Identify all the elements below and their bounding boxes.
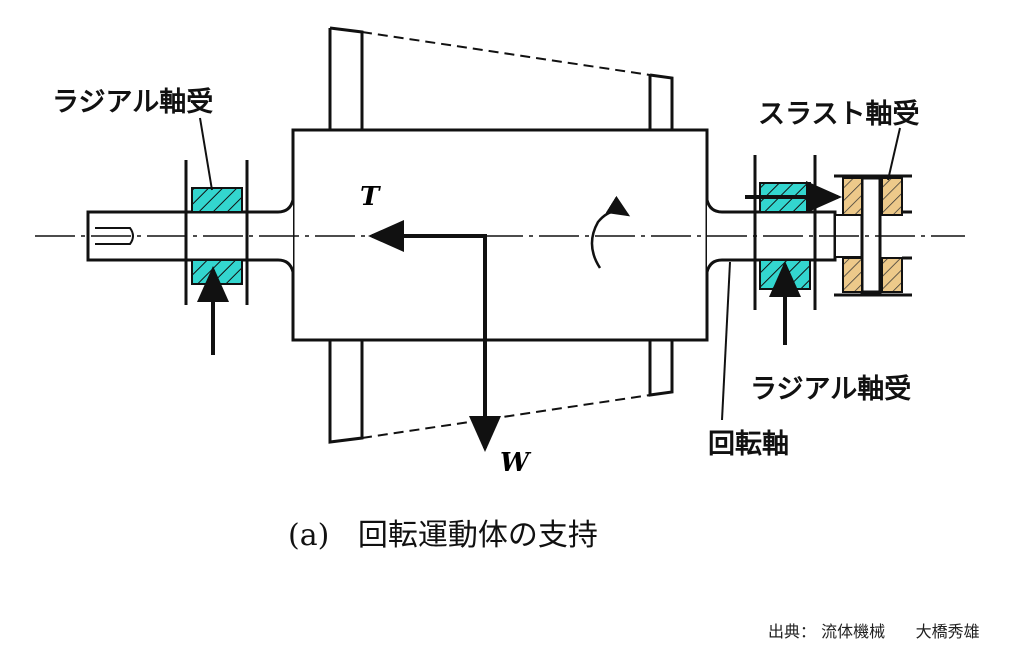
impeller-blades: [328, 26, 674, 444]
label-rotating-shaft: 回転軸: [708, 429, 789, 460]
source-prefix: 出典：: [768, 622, 817, 641]
leader-left-bearing: [199, 117, 213, 191]
source-book: 流体機械: [821, 622, 886, 641]
label-W: W: [500, 448, 530, 478]
source-author: 大橋秀雄: [915, 622, 980, 641]
rotor-body: [291, 128, 709, 342]
left-shaft: [86, 199, 295, 273]
leader-shaft: [721, 261, 731, 421]
caption-text: 回転運動体の支持: [357, 518, 598, 553]
label-radial-bearing-right: ラジアル軸受: [750, 374, 912, 405]
source-credit: 出典： 流体機械 大橋秀雄: [768, 618, 980, 642]
leader-thrust: [887, 127, 901, 181]
thrust-bearing: [834, 174, 912, 297]
label-radial-bearing-left: ラジアル軸受: [52, 87, 214, 118]
label-thrust-bearing: スラスト軸受: [758, 99, 920, 130]
caption: (a) 回転運動体の支持: [288, 510, 598, 554]
rotation-arrow-icon: [590, 195, 631, 269]
caption-index: (a): [288, 518, 330, 553]
label-T: T: [360, 182, 380, 212]
keyway: [95, 227, 134, 245]
